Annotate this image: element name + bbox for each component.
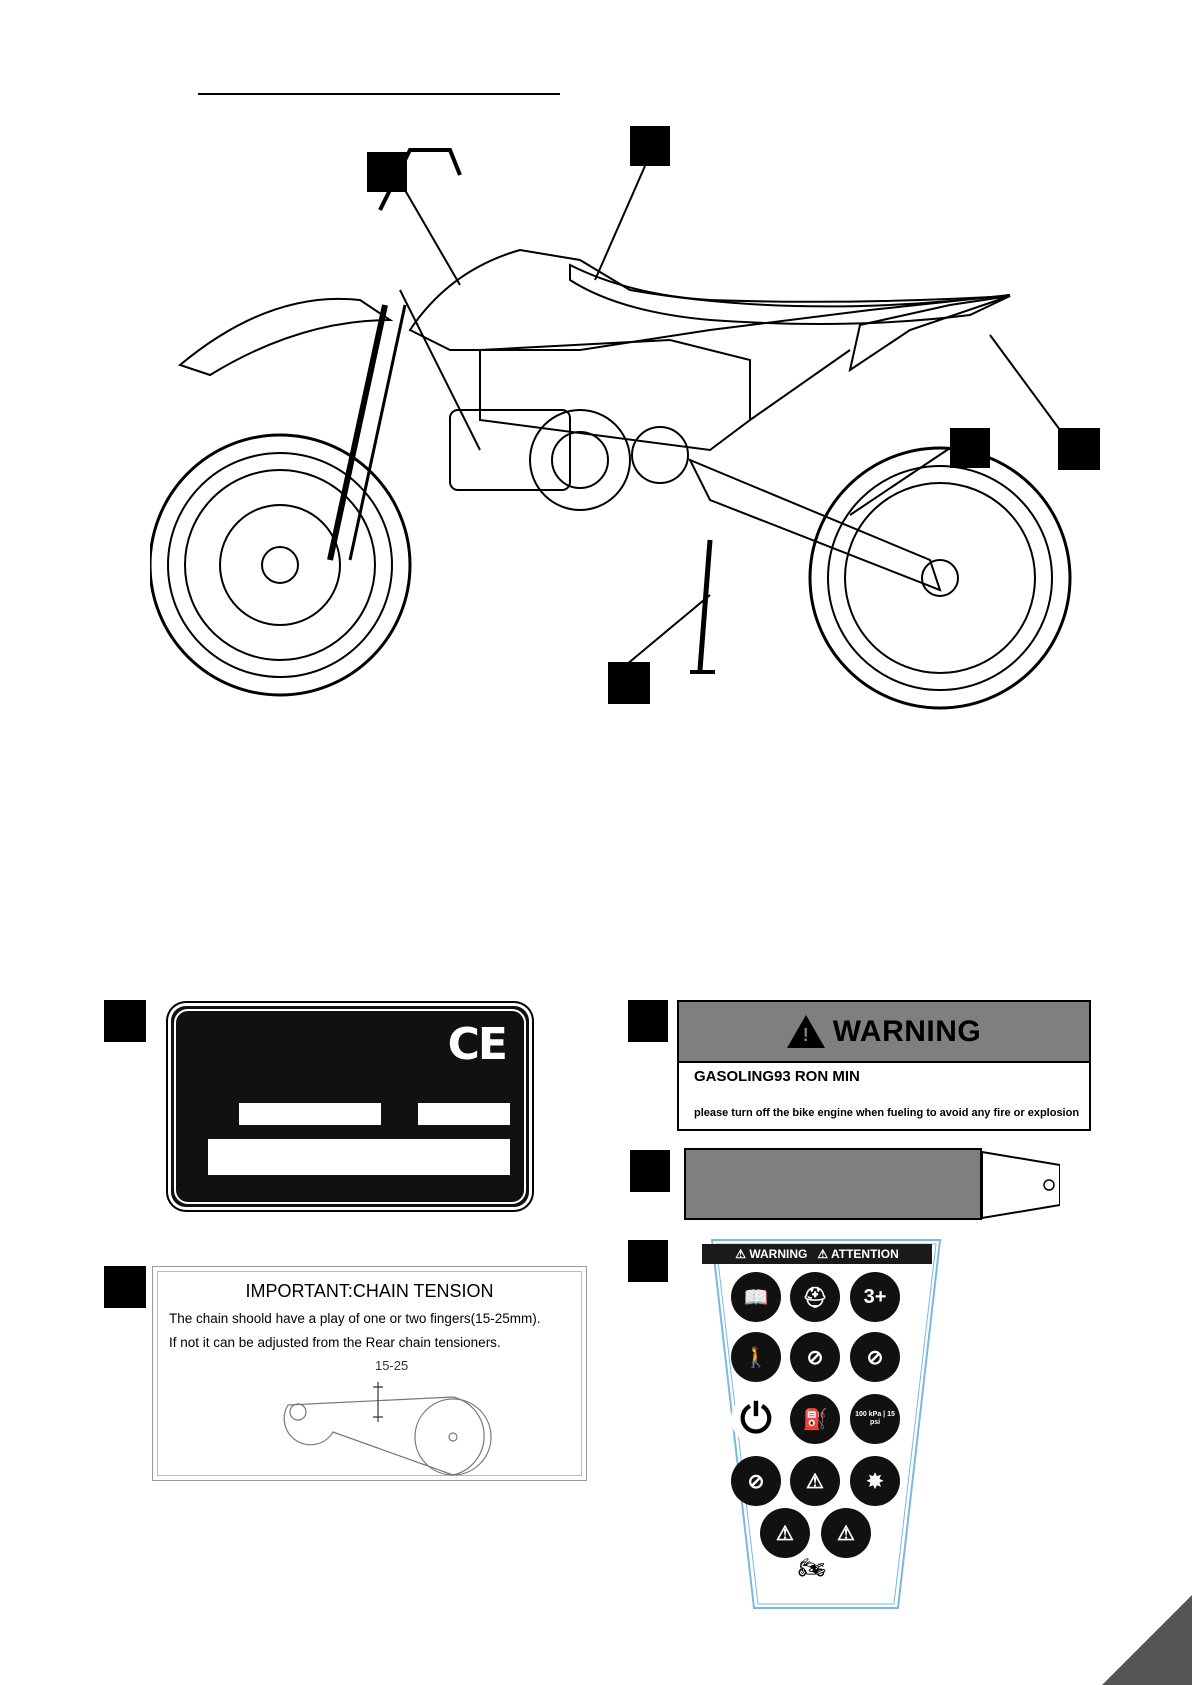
header-warning-text: ⚠ WARNING xyxy=(735,1247,808,1261)
identification-plate: CE xyxy=(168,1003,532,1210)
callout-box-5 xyxy=(608,662,650,704)
plate-field-1 xyxy=(239,1103,381,1125)
pictogram-header: ⚠ WARNING ⚠ ATTENTION xyxy=(702,1244,932,1264)
header-attention-text: ⚠ ATTENTION xyxy=(817,1247,899,1261)
chain-play-dimension: 15-25 xyxy=(375,1358,409,1373)
callout-box-pictograms xyxy=(628,1240,668,1282)
chain-title: IMPORTANT:CHAIN TENSION xyxy=(245,1281,494,1301)
hearing-icon: ⚠ xyxy=(790,1456,840,1506)
supervision-icon: 🚶 xyxy=(731,1332,781,1382)
grey-strip-label xyxy=(684,1148,982,1220)
dirt-bike-illustration xyxy=(150,148,1072,710)
chain-diagram-icon xyxy=(283,1382,492,1476)
chain-label-border xyxy=(157,1271,582,1476)
warning-title: WARNING xyxy=(832,1014,982,1048)
no-noise-icon: ⊘ xyxy=(731,1456,781,1506)
spark-icon: ✸ xyxy=(850,1456,900,1506)
hot-surface-icon: ⚠ xyxy=(821,1508,871,1558)
callout-box-chain xyxy=(104,1266,146,1308)
plate-field-3 xyxy=(208,1139,510,1175)
warning-triangle-icon: ! xyxy=(786,1015,825,1048)
callout-box-bar xyxy=(630,1150,670,1192)
manual-icon: 📖 xyxy=(731,1272,781,1322)
power-icon: ⏻ xyxy=(731,1394,781,1444)
ce-mark-icon: CE xyxy=(447,1019,508,1070)
chain-tension-label: IMPORTANT:CHAIN TENSION The chain shoold… xyxy=(152,1266,587,1481)
callout-box-warning xyxy=(628,1000,668,1042)
fuel-safety-note: please turn off the bike engine when fue… xyxy=(694,1107,1080,1119)
helmet-gear-icon: ⛑ xyxy=(790,1272,840,1322)
plate-border xyxy=(174,1009,526,1204)
no-passenger-icon: ⊘ xyxy=(790,1332,840,1382)
tire-pressure-icon: 100 kPa | 15 psi xyxy=(850,1394,900,1444)
fuel-requirement: GASOLING93 RON MIN xyxy=(694,1068,860,1085)
callout-box-3 xyxy=(1058,428,1100,470)
strip-tab-icon xyxy=(981,1150,1060,1220)
section-title-underline xyxy=(198,93,560,95)
chain-text-line-1: The chain shoold have a play of one or t… xyxy=(169,1311,541,1326)
age-3-plus-icon: 3+ xyxy=(850,1272,900,1322)
dirt-bike-icon: 🏍 xyxy=(798,1555,826,1580)
no-road-icon: ⊘ xyxy=(850,1332,900,1382)
rider-icon: ⚠ xyxy=(760,1508,810,1558)
fuel-icon: ⛽ xyxy=(790,1394,840,1444)
page-corner-decoration xyxy=(1102,1595,1192,1685)
callout-box-2 xyxy=(630,126,670,166)
fuel-warning-label: ! WARNING GASOLING93 RON MIN please turn… xyxy=(677,1000,1091,1131)
warning-header: ! WARNING xyxy=(679,1002,1089,1063)
plate-field-2 xyxy=(418,1103,510,1125)
chain-text-line-2: If not it can be adjusted from the Rear … xyxy=(169,1335,501,1350)
callout-box-plate xyxy=(104,1000,146,1042)
